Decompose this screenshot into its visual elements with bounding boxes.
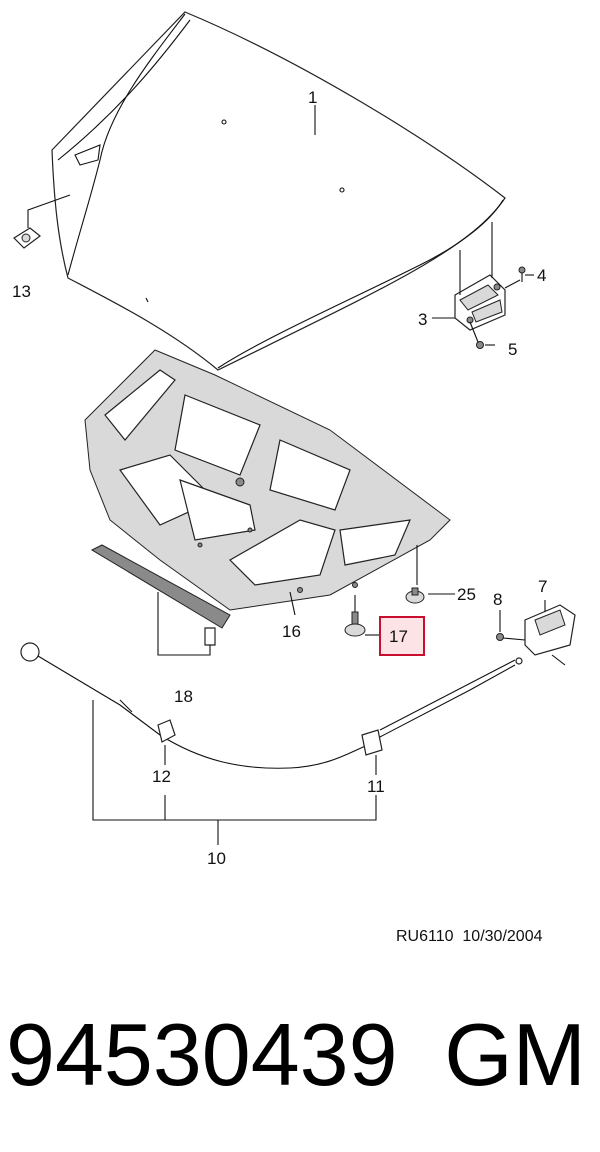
release-cable [20, 642, 523, 845]
callout-10: 10 [207, 849, 226, 868]
exploded-parts-diagram: 1 3 4 5 7 8 10 11 12 13 16 17 18 25 [12, 11, 576, 868]
clip-17 [344, 595, 366, 637]
callout-17: 17 [389, 627, 408, 646]
callout-7: 7 [538, 577, 547, 596]
diagram-reference: RU6110 10/30/2004 [396, 928, 543, 945]
seal-strip-18 [90, 544, 231, 656]
leader-lines [289, 105, 534, 636]
callout-17-highlight: 17 [379, 616, 425, 656]
hood-panel [51, 11, 506, 371]
callout-13: 13 [12, 282, 31, 301]
bolt-4 [504, 266, 526, 289]
callout-12: 12 [152, 767, 171, 786]
part-number: 94530439 [6, 1005, 398, 1104]
clip-25 [405, 545, 425, 604]
part-footer: 94530439 GM [0, 1005, 600, 1115]
callout-16: 16 [282, 622, 301, 641]
callout-5: 5 [508, 340, 517, 359]
callout-3: 3 [418, 310, 427, 329]
callout-25: 25 [457, 585, 476, 604]
callout-18: 18 [174, 687, 193, 706]
callout-8: 8 [493, 590, 502, 609]
callout-1: 1 [308, 88, 317, 107]
brand-name: GM [444, 1005, 586, 1104]
bolt-5 [469, 321, 484, 349]
hood-latch [496, 600, 576, 666]
callout-11: 11 [367, 777, 385, 796]
hood-insulator [84, 349, 451, 611]
callout-4: 4 [537, 266, 546, 285]
hood-bumper-13 [13, 194, 71, 249]
